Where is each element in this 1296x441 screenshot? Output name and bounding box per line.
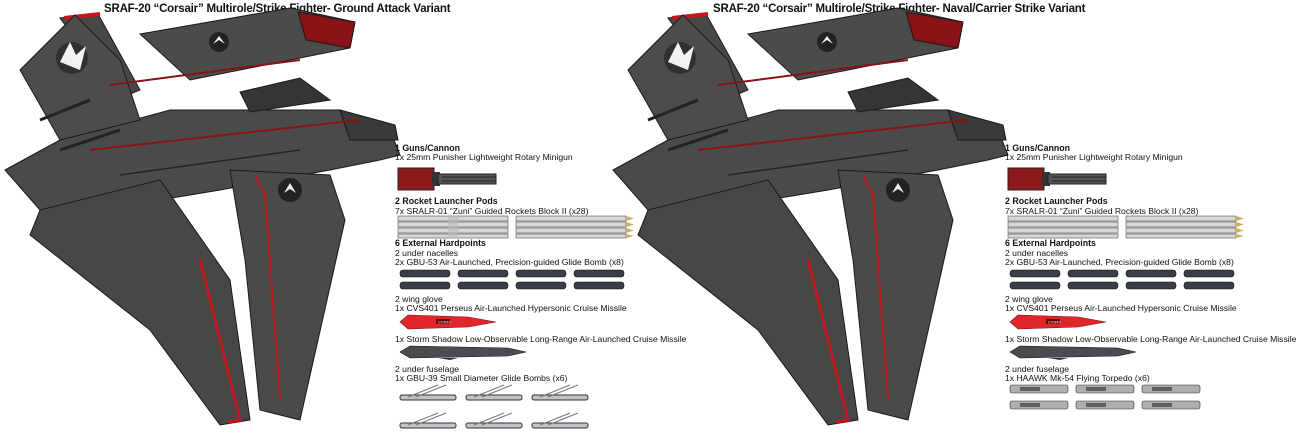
missile-marking-text: CVS40 bbox=[1048, 320, 1061, 325]
glide-bombs-image bbox=[1009, 269, 1235, 290]
nacelles-label: 2 under nacelles bbox=[395, 248, 459, 258]
guns-header: 1 Guns/Cannon bbox=[395, 143, 461, 153]
rocket-pods-image bbox=[397, 215, 634, 239]
cruise-missile-image bbox=[1009, 345, 1137, 360]
glove-label: 2 wing glove bbox=[1005, 294, 1053, 304]
rocket-pods-image bbox=[1007, 215, 1244, 239]
guns-header: 1 Guns/Cannon bbox=[1005, 143, 1071, 153]
missile-marking-text: CVS40 bbox=[438, 320, 451, 325]
rotary-minigun-image bbox=[397, 167, 497, 191]
rotary-minigun-image bbox=[1007, 167, 1107, 191]
variant-title: SRAF-20 “Corsair” Multirole/Strike Fight… bbox=[104, 3, 451, 15]
cruise-missile-image bbox=[399, 345, 527, 360]
guns-item: 1x 25mm Punisher Lightweight Rotary Mini… bbox=[395, 152, 573, 162]
variant-panel-ground-attack: SRAF-20 “Corsair” Multirole/Strike Fight… bbox=[0, 0, 686, 441]
glove-item-1: 1x CVS401 Perseus Air-Launched Hypersoni… bbox=[395, 303, 627, 313]
glove-item-1: 1x CVS401 Perseus Air-Launched Hypersoni… bbox=[1005, 303, 1237, 313]
fuselage-item: 1x GBU-39 Small Diameter Glide Bombs (x6… bbox=[395, 373, 568, 383]
hardpoints-header: 6 External Hardpoints bbox=[1005, 238, 1096, 248]
rockets-header: 2 Rocket Launcher Pods bbox=[1005, 196, 1108, 206]
rockets-item: 7x SRALR-01 “Zuni” Guided Rockets Block … bbox=[1005, 206, 1199, 216]
fighter-jet-illustration bbox=[612, 7, 1009, 426]
small-diameter-bombs-image bbox=[399, 384, 589, 429]
rockets-header: 2 Rocket Launcher Pods bbox=[395, 196, 498, 206]
fuselage-label: 2 under fuselage bbox=[1005, 364, 1070, 374]
glove-item-2: 1x Storm Shadow Low-Observable Long-Rang… bbox=[1005, 334, 1296, 344]
variant-panel-naval-strike: SRAF-20 “Corsair” Multirole/Strike Fight… bbox=[608, 0, 1296, 441]
glove-item-2: 1x Storm Shadow Low-Observable Long-Rang… bbox=[395, 334, 687, 344]
hardpoints-header: 6 External Hardpoints bbox=[395, 238, 486, 248]
fighter-jet-illustration bbox=[4, 7, 401, 426]
guns-item: 1x 25mm Punisher Lightweight Rotary Mini… bbox=[1005, 152, 1183, 162]
glove-label: 2 wing glove bbox=[395, 294, 443, 304]
flying-torpedoes-image bbox=[1009, 384, 1201, 410]
hypersonic-missile-image: CVS40 bbox=[1009, 314, 1107, 330]
fuselage-item: 1x HAAWK Mk-54 Flying Torpedo (x6) bbox=[1005, 373, 1150, 383]
nacelles-item: 2x GBU-53 Air-Launched, Precision-guided… bbox=[395, 257, 624, 267]
nacelles-item: 2x GBU-53 Air-Launched, Precision-guided… bbox=[1005, 257, 1234, 267]
glide-bombs-image bbox=[399, 269, 625, 290]
fuselage-label: 2 under fuselage bbox=[395, 364, 460, 374]
nacelles-label: 2 under nacelles bbox=[1005, 248, 1069, 258]
hypersonic-missile-image: CVS40 bbox=[399, 314, 497, 330]
rockets-item: 7x SRALR-01 “Zuni” Guided Rockets Block … bbox=[395, 206, 589, 216]
